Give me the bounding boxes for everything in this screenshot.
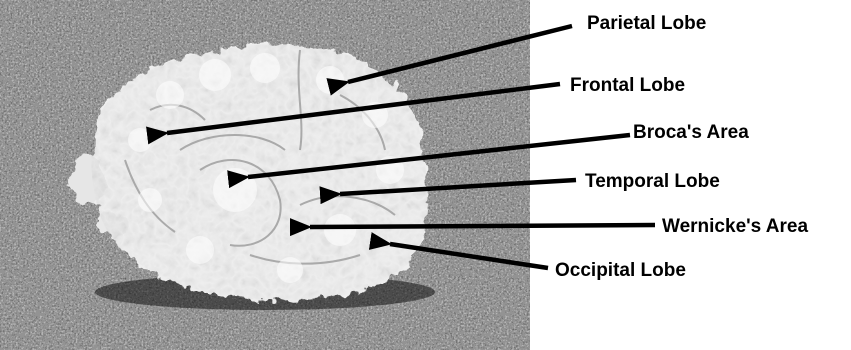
labels: Parietal Lobe Frontal Lobe Broca's Area … <box>555 13 808 281</box>
label-parietal-lobe: Parietal Lobe <box>587 13 706 34</box>
label-wernickes-area: Wernicke's Area <box>662 216 808 237</box>
label-temporal-lobe: Temporal Lobe <box>585 171 720 192</box>
label-occipital-lobe: Occipital Lobe <box>555 260 686 281</box>
arrow-wernicke <box>310 225 655 227</box>
label-brocas-area: Broca's Area <box>633 122 749 143</box>
label-frontal-lobe: Frontal Lobe <box>570 75 685 96</box>
